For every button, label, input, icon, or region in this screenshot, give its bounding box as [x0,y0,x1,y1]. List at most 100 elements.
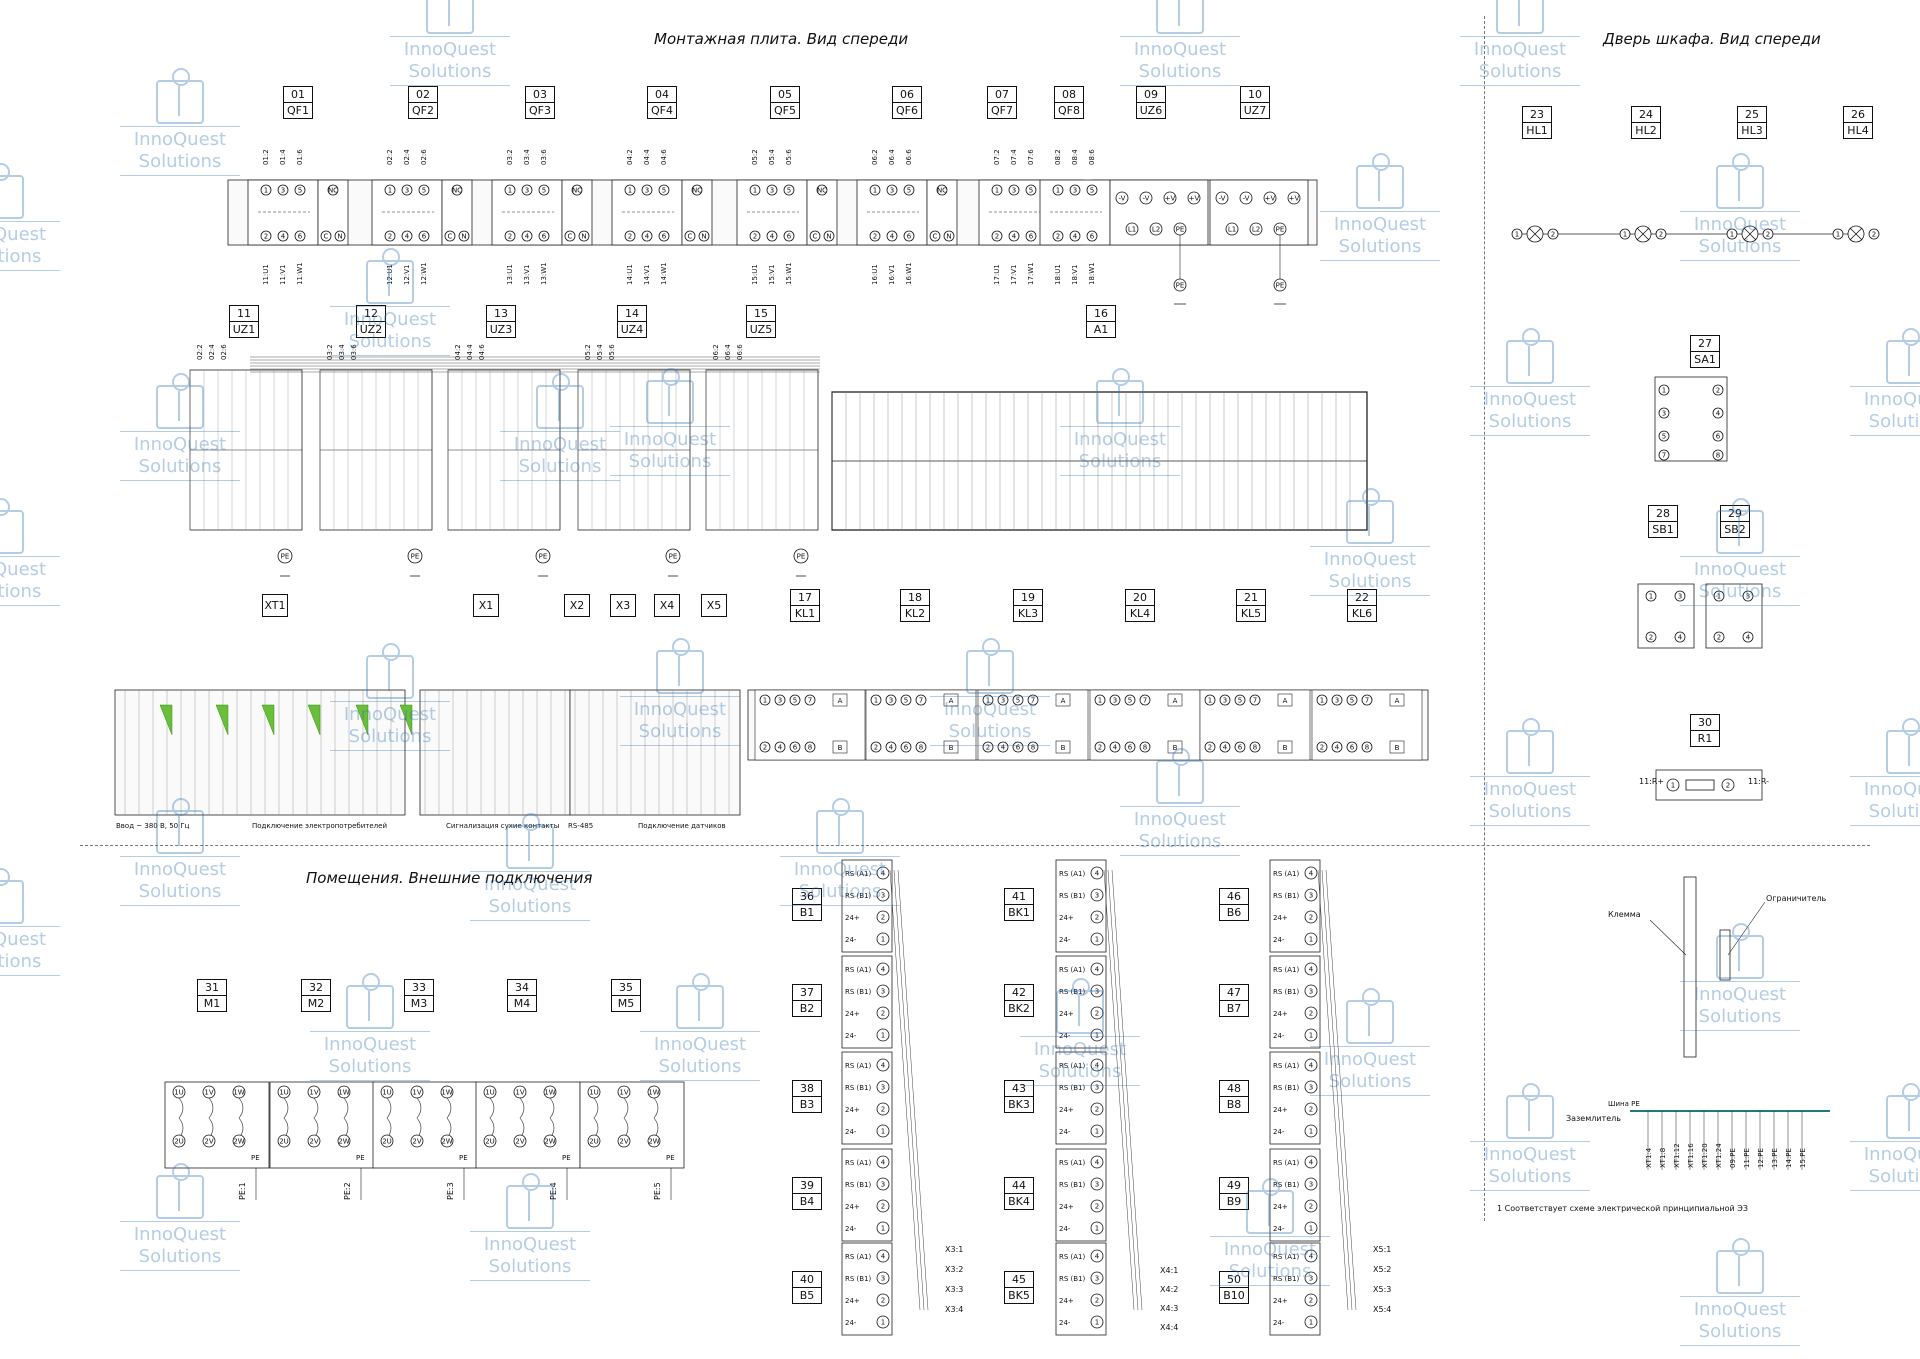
terminal-number: 3 [1309,988,1313,996]
terminal-number: 3 [281,187,285,195]
sensor-terminal [1090,888,1104,902]
terminal-number: 5 [907,187,911,195]
sensor-terminal [1090,1124,1104,1138]
motor-winding [623,1097,629,1139]
relay-coil-b [1277,740,1293,754]
terminal-number: 3 [1309,1181,1313,1189]
terminal-ref: X4 [654,594,680,617]
sensor-chain-wire [1317,869,1349,1311]
sensor-pin-label: 24+ [1273,1203,1288,1211]
terminal-number: 7 [919,697,923,705]
breaker-terminal-top [991,184,1003,196]
sensor-terminal [1304,984,1318,998]
motor-winding [416,1097,422,1139]
sensor-pin-label: RS (B1) [845,1275,872,1283]
pe-bus-terminal-label: XT1:16 [1687,1143,1695,1168]
terminal-number: 6 [542,233,547,241]
sensor-terminal [876,1155,890,1169]
indicator-lamp [1847,225,1865,243]
resistor-body [1685,779,1715,791]
psu-terminal [1115,191,1129,205]
breaker-terminal-bottom [641,230,653,242]
terminal-number: 3 [1113,697,1117,705]
terminal-number: 5 [1029,187,1033,195]
sensor-terminal [876,1177,890,1191]
pe-bus-terminal-label: XT1:12 [1673,1143,1681,1168]
motor-winding [653,1097,659,1139]
terminal-number: 2 [881,1203,885,1211]
motor-terminal [483,1085,497,1099]
tag-ref: QF3 [525,103,555,119]
terminal-number: 1 [1095,936,1099,944]
lamp-terminal [1762,228,1774,240]
tag-number: 04 [647,86,677,103]
sensor-pin-label: RS (A1) [845,966,872,974]
terminal-number: 1V [515,1089,524,1097]
relay-coil-a [1277,693,1293,707]
relay-terminal [1012,694,1024,706]
label-ground: Заземлитель [1566,1114,1621,1123]
tag-number: 39 [792,1177,822,1194]
terminal-number: PE [1176,282,1185,290]
terminal-number: L1 [1128,226,1136,234]
terminal-number: 6 [1716,433,1721,441]
sensor-terminal [1304,962,1318,976]
relay-terminal [1346,694,1358,706]
terminal-number: 6 [1128,744,1133,752]
breaker-terminal-top [418,184,430,196]
footnote: 1 Соответствует схеме электрической прин… [1497,1204,1748,1213]
terminal-number: 1 [1208,697,1212,705]
terminal-number: 6 [1016,744,1021,752]
psu-terminal [1287,191,1301,205]
relay-terminal [1361,694,1373,706]
terminal-number: 2W [233,1138,244,1146]
relay-coil-label: A [949,697,954,705]
sensor-pin-label: 24- [1273,1128,1285,1136]
sensor-pin-label: RS (B1) [1273,1275,1300,1283]
tag-number: 17 [790,589,820,606]
tag-number: 18 [900,589,930,606]
relay-coil-a [1055,693,1071,707]
wire-label: 16:V1 [888,264,896,285]
relay-terminal [1012,741,1024,753]
sensor-pin-label: RS (B1) [845,1181,872,1189]
terminal-number: 1W [338,1089,349,1097]
terminal-number: 2 [986,744,990,752]
sensor-terminal [876,888,890,902]
terminal-number: 3 [1746,593,1750,601]
terminal-number: PE [669,553,678,561]
terminal-ref: X2 [564,594,590,617]
tag-number: 06 [892,86,922,103]
terminal-number: 2 [1095,1010,1099,1018]
terminal-number: 2V [515,1138,524,1146]
motor-terminal [232,1134,246,1148]
terminal-number: 2V [619,1138,628,1146]
r1-left-label: 11:R+ [1639,777,1665,786]
panel-front-title: Монтажная плита. Вид спереди [654,30,909,48]
label-clamp: Клемма [1608,910,1641,919]
terminal-number: 1 [753,187,757,195]
tag-ref: B7 [1219,1001,1249,1017]
tag-number: 48 [1219,1080,1249,1097]
breaker-terminal-top [1052,184,1064,196]
terminal-number: 4 [881,1159,886,1167]
caption-sensors: Подключение датчиков [638,822,726,830]
relay-coil-b [943,740,959,754]
terminal-number: 2 [1766,231,1770,239]
terminal-number: PE [797,553,806,561]
relay-terminal [982,694,994,706]
wire-label: 15:U1 [751,264,759,285]
sensor-terminal [876,984,890,998]
terminal-number: 2 [1320,744,1324,752]
pe-bus-terminal-label: 15:PE [1799,1148,1807,1168]
terminal-number: 1V [204,1089,213,1097]
switch-terminal [1712,384,1724,396]
tag-ref: HL3 [1737,123,1767,139]
